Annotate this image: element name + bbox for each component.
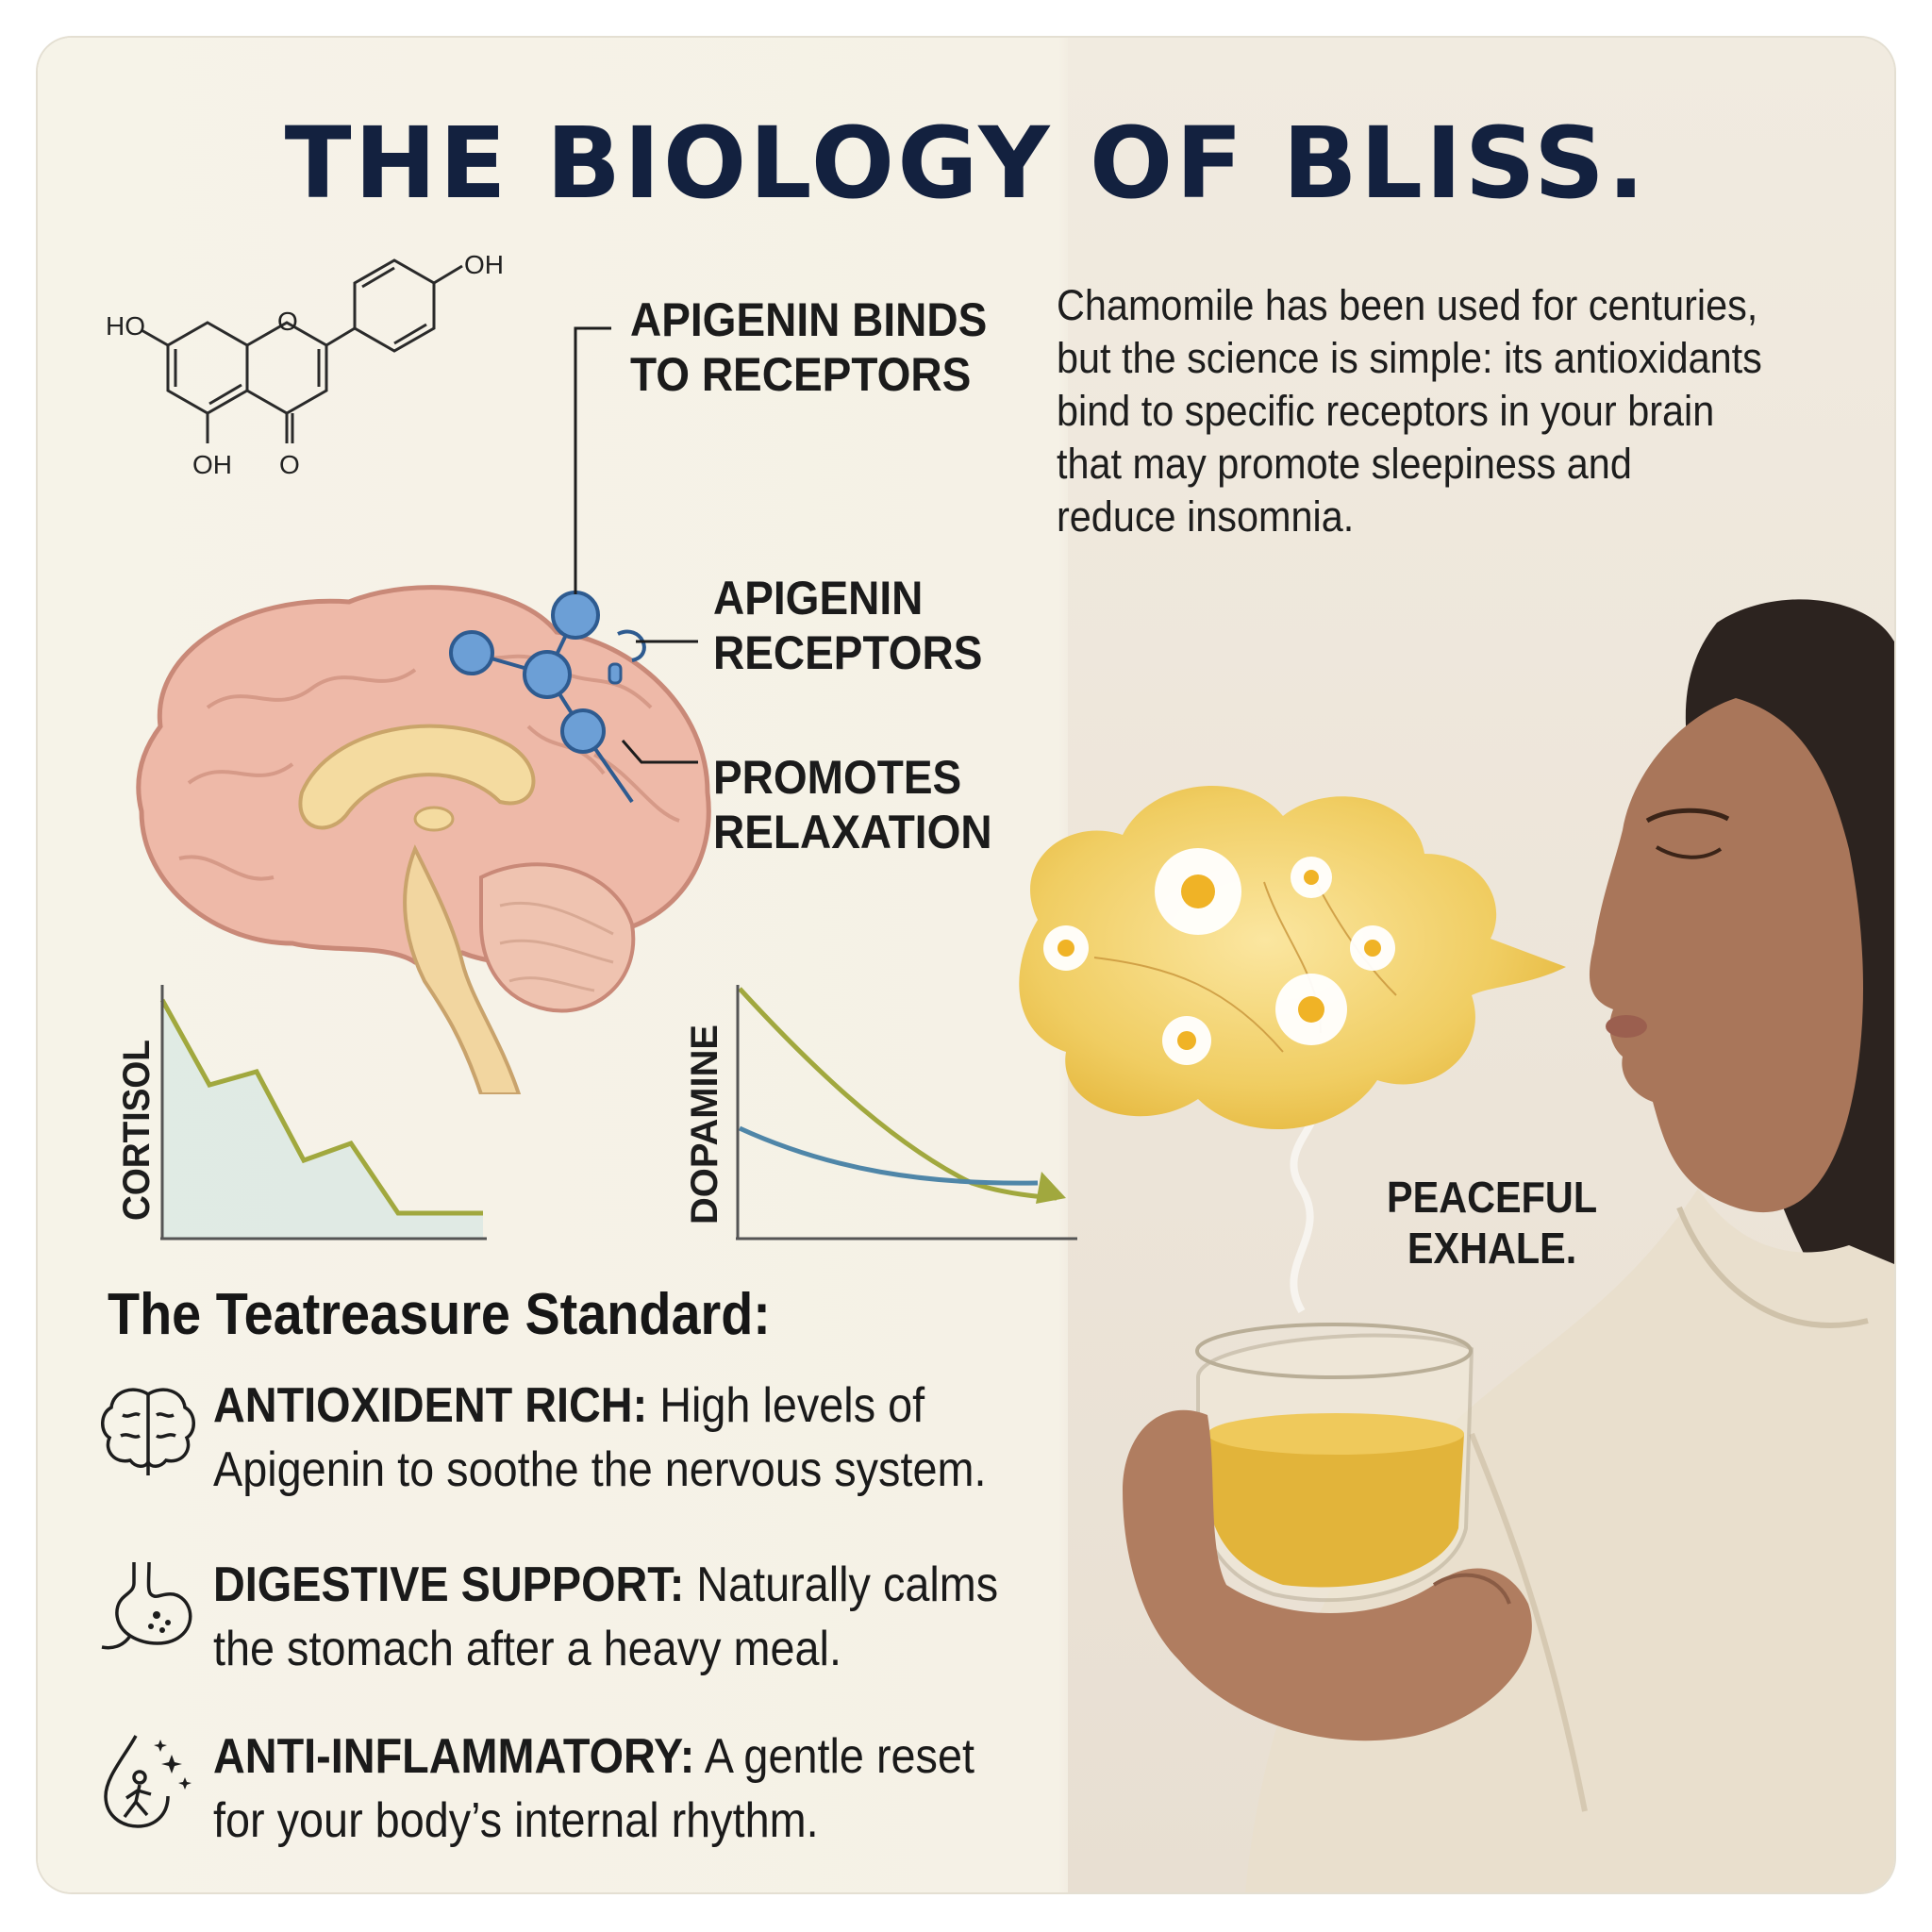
cortisol-graph: CORTISOL — [116, 985, 487, 1241]
benefit-antioxidant-name: ANTIOXIDENT RICH: — [213, 1378, 648, 1433]
molecule-label-o-ring: O — [277, 307, 298, 336]
intro-line-1: Chamomile has been used for centuries, — [1057, 281, 1758, 329]
intro-line-3: bind to specific receptors in your brain — [1057, 387, 1715, 435]
stomach-icon — [101, 1561, 192, 1650]
peaceful-line1: PEACEFUL — [1387, 1173, 1598, 1222]
callout-apigenin-binds: APIGENIN BINDS TO RECEPTORS — [630, 292, 987, 402]
molecule-label-o-bottom: O — [279, 450, 300, 479]
benefit-antioxidant-desc-line1: High levels of — [659, 1378, 925, 1433]
chamomile-breath-cloud — [1019, 785, 1566, 1130]
callout-relaxation-line2: RELAXATION — [713, 806, 992, 858]
benefit-antioxidant-desc-line2: Apigenin to soothe the nervous system. — [213, 1442, 987, 1497]
peaceful-exhale-caption: PEACEFUL EXHALE. — [1387, 1172, 1597, 1274]
benefit-antioxidant: ANTIOXIDENT RICH: High levels of Apigeni… — [96, 1374, 1068, 1534]
cortisol-axis-label: CORTISOL — [116, 1040, 158, 1221]
molecule-label-oh-top: OH — [464, 255, 504, 279]
brain-illustration — [136, 585, 711, 1094]
benefit-anti-inflammatory-name: ANTI-INFLAMMATORY: — [213, 1729, 695, 1784]
infographic-card: THE BIOLOGY OF BLISS. OH HO O OH O — [38, 38, 1894, 1892]
intro-line-2: but the science is simple: its antioxida… — [1057, 334, 1762, 382]
callout-apigenin-receptors: APIGENIN RECEPTORS — [713, 571, 982, 680]
standard-heading: The Teatreasure Standard: — [108, 1282, 771, 1347]
woman-drinking-tea-illustration — [1123, 599, 1894, 1892]
peaceful-line2: EXHALE. — [1407, 1224, 1577, 1273]
benefit-anti-inflammatory-desc-line2: for your body’s internal rhythm. — [213, 1793, 819, 1848]
chamomile-flower-icons — [1043, 848, 1395, 1065]
callout-binds-line1: APIGENIN BINDS — [630, 293, 988, 346]
molecule-label-ho-left: HO — [106, 311, 145, 341]
dopamine-graph: DOPAMINE — [684, 985, 1077, 1241]
intro-line-5: reduce insomnia. — [1057, 492, 1355, 541]
callout-leader-lines — [574, 326, 698, 764]
dopamine-axis-label: DOPAMINE — [684, 1024, 725, 1224]
wellness-drop-icon — [104, 1735, 192, 1828]
benefit-digestive-desc-line2: the stomach after a heavy meal. — [213, 1622, 841, 1676]
callout-receptors-line1: APIGENIN — [713, 572, 924, 625]
callout-promotes-relaxation: PROMOTES RELAXATION — [713, 750, 992, 859]
brain-icon — [101, 1388, 195, 1475]
callout-relaxation-line1: PROMOTES — [713, 751, 962, 804]
benefit-anti-inflammatory: ANTI-INFLAMMATORY: A gentle reset for yo… — [96, 1724, 1068, 1885]
benefit-digestive-desc-line1: Naturally calms — [696, 1557, 999, 1612]
intro-paragraph: Chamomile has been used for centuries, b… — [1057, 279, 1803, 543]
molecule-label-oh-bottom: OH — [192, 450, 232, 479]
apigenin-molecule-diagram: OH HO O OH O — [106, 255, 504, 479]
benefit-digestive: DIGESTIVE SUPPORT: Naturally calms the s… — [96, 1553, 1068, 1713]
benefit-anti-inflammatory-desc-line1: A gentle reset — [704, 1729, 974, 1784]
callout-binds-line2: TO RECEPTORS — [630, 348, 972, 401]
page-title: THE BIOLOGY OF BLISS. — [284, 106, 1648, 221]
intro-line-4: that may promote sleepiness and — [1057, 440, 1632, 488]
benefit-digestive-name: DIGESTIVE SUPPORT: — [213, 1557, 685, 1612]
callout-receptors-line2: RECEPTORS — [713, 626, 983, 679]
